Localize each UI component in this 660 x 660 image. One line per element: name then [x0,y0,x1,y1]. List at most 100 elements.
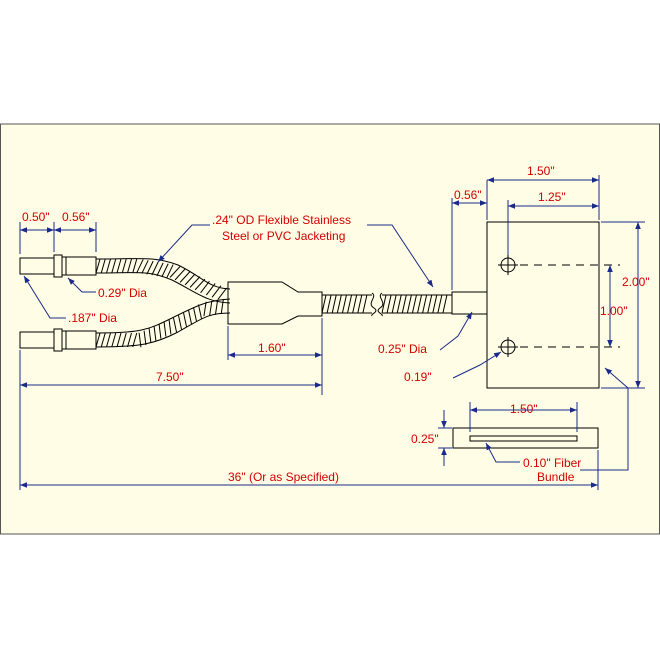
coil-mark [161,263,169,278]
coil-mark [341,294,347,314]
coil-mark [214,300,219,315]
coil-mark [111,332,117,348]
coil-mark [386,294,392,314]
coil-mark [406,294,412,314]
main-cable [321,291,488,317]
coil-mark [182,312,188,327]
coil-mark [166,264,174,278]
coil-mark [189,276,201,288]
coil-mark [116,258,122,274]
coil-mark [187,309,193,325]
coil-mark [172,317,178,333]
coil-mark [136,259,144,273]
jacketing-label-line2: Steel or PVC Jacketing [222,229,345,243]
coil-mark [106,258,111,274]
coil-mark [111,258,117,274]
drawing-frame [0,123,660,535]
coil-mark [151,261,159,276]
upper-connector [19,254,97,278]
coil-mark [437,294,443,314]
dim-0-56-right: 0.56" [454,188,482,202]
coil-mark [352,294,358,314]
dim-1-60: 1.60" [258,341,286,355]
coil-mark [357,294,363,314]
coil-mark [422,294,428,314]
dim-1-50-bottom: 1.50" [510,402,538,416]
coil-mark [194,278,206,291]
dimension-lines [19,175,645,490]
coil-mark [148,328,152,343]
coil-mark [138,332,142,348]
coil-mark [179,271,191,283]
coil-mark [121,332,127,348]
fiber-output-end [452,427,599,449]
coil-mark [205,283,216,296]
breakout-tube [227,281,323,325]
coil-mark [163,322,167,337]
fiber-bundle-label-line2: Bundle [537,470,575,484]
jacketing-label-line1: .24" OD Flexible Stainless [212,213,351,227]
coil-mark [211,285,222,298]
coil-mark [197,304,203,319]
lower-jacket-branch [95,298,231,348]
dim-36: 36" (Or as Specified) [228,470,339,484]
coil-mark [432,294,438,314]
coil-mark [100,332,106,348]
coil-mark [153,326,157,341]
upper-jacket-branch [95,258,231,304]
coil-mark [127,258,132,274]
coil-mark [116,332,122,348]
dim-1-00: 1.00" [600,304,628,318]
dim-1-50-top: 1.50" [527,164,555,178]
coil-mark [336,294,342,314]
dia-0-29: 0.29" Dia [98,286,147,300]
fiber-bundle-label-line1: 0.10" Fiber [523,456,581,470]
lower-connector [19,328,97,352]
coil-mark [174,268,186,281]
coil-mark [146,260,154,275]
coil-mark [158,324,162,339]
coil-mark [209,300,213,316]
coil-mark [331,294,337,314]
coil-mark [184,273,196,286]
coil-mark [217,287,228,300]
coil-mark [401,294,407,314]
dim-1-25: 1.25" [538,190,566,204]
dim-0-56-left: 0.56" [62,210,90,224]
coil-mark [132,258,138,274]
dim-7-50: 7.50" [156,370,184,384]
coil-mark [143,330,147,346]
coil-mark [427,294,433,314]
coil-mark [169,266,181,278]
dim-0-19: 0.19" [404,370,432,384]
coil-mark [156,262,164,277]
dim-0-25: 0.25" [411,432,439,446]
coil-mark [132,332,138,348]
mounting-block [486,221,620,389]
coil-mark [326,294,332,314]
coil-mark [442,294,448,314]
coil-mark [177,315,183,330]
coil-mark [411,294,417,314]
coil-mark [396,294,402,314]
coil-mark [168,319,172,335]
coil-mark [127,332,132,348]
coil-mark [321,294,327,314]
dia-0-25: 0.25" Dia [378,342,427,356]
dim-0-50: 0.50" [22,210,50,224]
coil-mark [417,294,423,314]
coil-mark [200,280,210,294]
coil-mark [381,294,387,314]
dia-187: .187" Dia [68,311,117,325]
coil-mark [106,332,111,348]
coil-mark [121,258,127,274]
coil-mark [347,294,353,314]
coil-mark [141,260,149,274]
dim-2-00: 2.00" [622,275,650,289]
coil-mark [95,332,101,348]
coil-mark [95,258,101,274]
coil-mark [220,299,224,315]
coil-mark [391,294,397,314]
coil-mark [362,294,368,314]
